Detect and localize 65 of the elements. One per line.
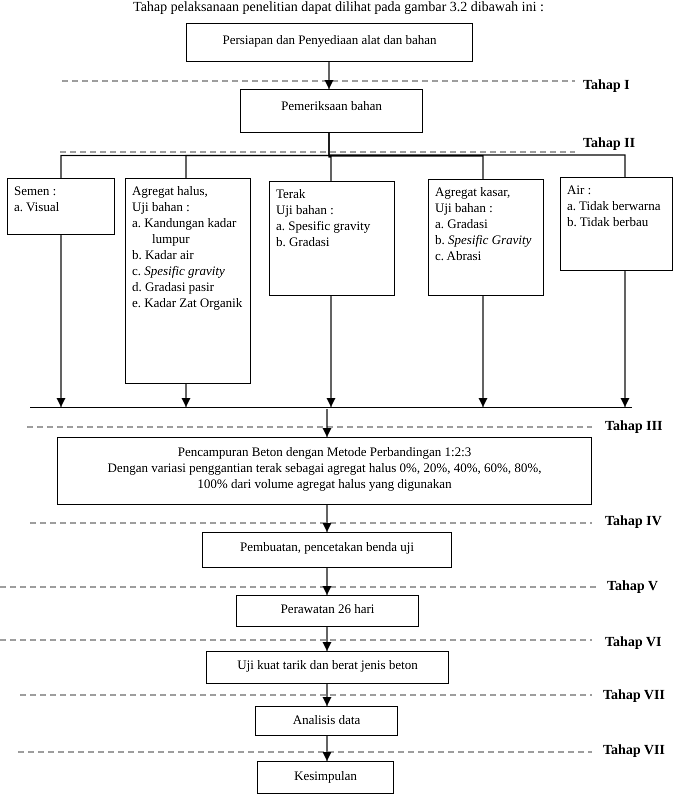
list-item: b. Tidak berbau (567, 214, 650, 230)
box-heading: Terak (276, 186, 306, 202)
list-item: a. Tidak berwarna (567, 198, 662, 214)
process-box (428, 179, 544, 296)
process-box (257, 761, 394, 794)
arrow (326, 296, 336, 407)
box-heading: Uji bahan : (132, 199, 191, 215)
process-box (57, 437, 592, 505)
box-text: Uji kuat tarik dan berat jenis beton (236, 657, 419, 673)
box-text: Analisis data (292, 712, 362, 728)
process-box (125, 178, 251, 384)
arrow (620, 271, 630, 407)
stage-label: Tahap VI (605, 635, 662, 651)
list-item: c. Spesific gravity (132, 263, 226, 279)
arrow (324, 62, 334, 89)
list-item: c. Abrasi (435, 248, 482, 264)
list-item: a. Spesific gravity (276, 218, 372, 234)
list-item: b. Kadar air (132, 247, 195, 263)
arrow (322, 627, 332, 651)
stage-label: Tahap VII (603, 743, 665, 759)
box-text: Pemeriksaan bahan (280, 98, 383, 114)
process-box (240, 89, 423, 133)
box-text: Kesimpulan (293, 768, 358, 784)
process-box (7, 178, 115, 235)
box-heading: Semen : (14, 183, 58, 199)
process-box (560, 177, 673, 271)
list-item: a. Gradasi (435, 216, 489, 232)
arrow (322, 568, 332, 595)
box-heading: Uji bahan : (435, 200, 494, 216)
list-item: a. Visual (14, 199, 60, 215)
arrow (182, 384, 190, 407)
stage-label: Tahap V (607, 579, 658, 595)
stage-label: Tahap IV (605, 514, 662, 530)
box-heading: Uji bahan : (276, 202, 335, 218)
box-text: Persiapan dan Penyediaan alat dan bahan (221, 32, 438, 48)
arrow (56, 235, 66, 407)
list-item: d. Gradasi pasir (132, 279, 215, 295)
list-item: b. Spesific Gravity (435, 232, 532, 248)
box-text: Perawatan 26 hari (280, 601, 376, 617)
arrow (322, 409, 332, 437)
process-box (186, 23, 473, 62)
process-box (206, 651, 449, 684)
process-box (255, 706, 398, 736)
stage-label: Tahap II (583, 136, 636, 152)
connector-line (328, 133, 626, 177)
arrow (322, 505, 332, 532)
stage-label: Tahap III (605, 419, 662, 435)
box-heading: Agregat kasar, (435, 184, 512, 200)
box-text: Pembuatan, pencetakan benda uji (239, 539, 415, 555)
process-box (202, 532, 452, 568)
box-text: Pencampuran Beton dengan Metode Perbandingan 1:2:3 (176, 444, 472, 460)
arrow (322, 736, 332, 761)
stage-label: Tahap VII (603, 688, 665, 704)
process-box (236, 595, 419, 627)
process-box (269, 181, 395, 296)
arrow (478, 296, 488, 407)
intro-sentence: Tahap pelaksanaan penelitian dapat dilihat pada gambar 3.2 dibawah ini : (132, 0, 545, 16)
list-item: b. Gradasi (276, 234, 330, 250)
box-heading: Agregat halus, (132, 183, 209, 199)
stage-label: Tahap I (583, 78, 630, 94)
list-item: e. Kadar Zat Organik (132, 295, 244, 311)
arrow (322, 684, 332, 706)
horizontal-bar-line (30, 407, 632, 409)
box-heading: Air : (567, 182, 592, 198)
box-text: Dengan variasi penggantian terak sebagai agregat halus 0%, 20%, 40%, 60%, 80%, 100% dari volume agregat halus yang digunakan (106, 460, 542, 492)
